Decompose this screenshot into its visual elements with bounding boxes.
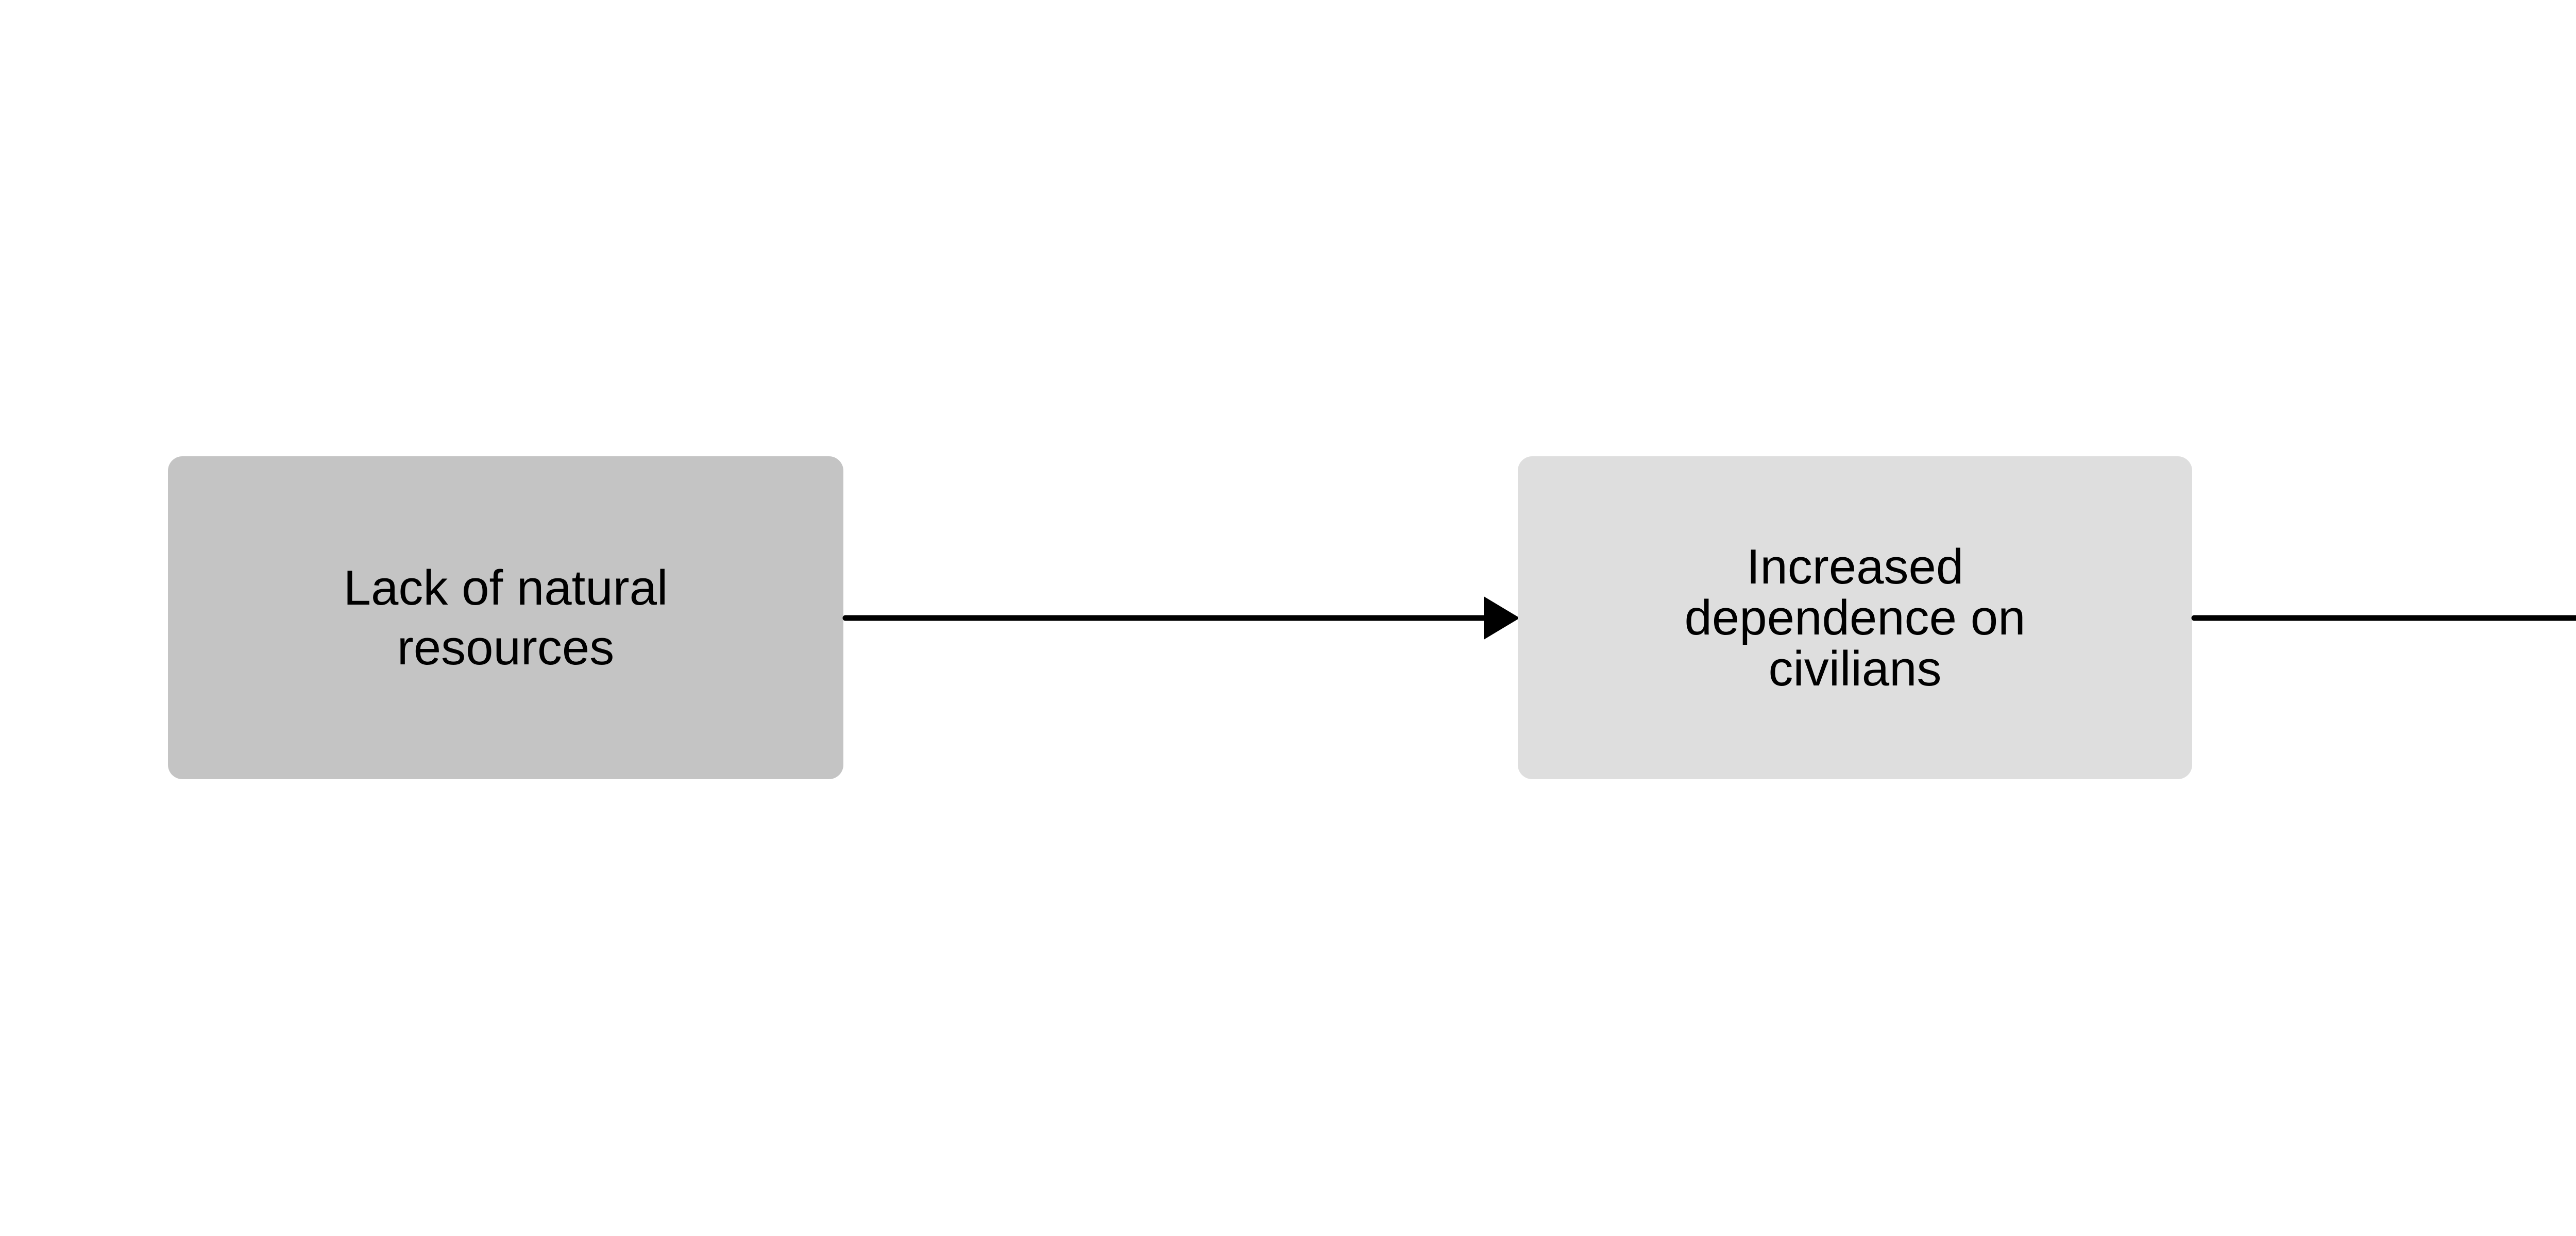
flow-edge-dependence-to-governance xyxy=(2191,592,2576,644)
arrow-right-icon xyxy=(2191,615,2576,621)
flow-node-increased-dependence-on-civilians[interactable]: Increased dependence on civilians xyxy=(1518,456,2192,779)
arrow-right-icon xyxy=(842,596,1520,640)
flow-node-lack-of-natural-resources[interactable]: Lack of natural resources xyxy=(168,456,843,779)
flow-node-label: Increased dependence on civilians xyxy=(1684,539,2026,696)
flow-edge-lack-to-dependence xyxy=(842,592,1520,644)
flow-node-label: Lack of natural resources xyxy=(343,560,668,675)
